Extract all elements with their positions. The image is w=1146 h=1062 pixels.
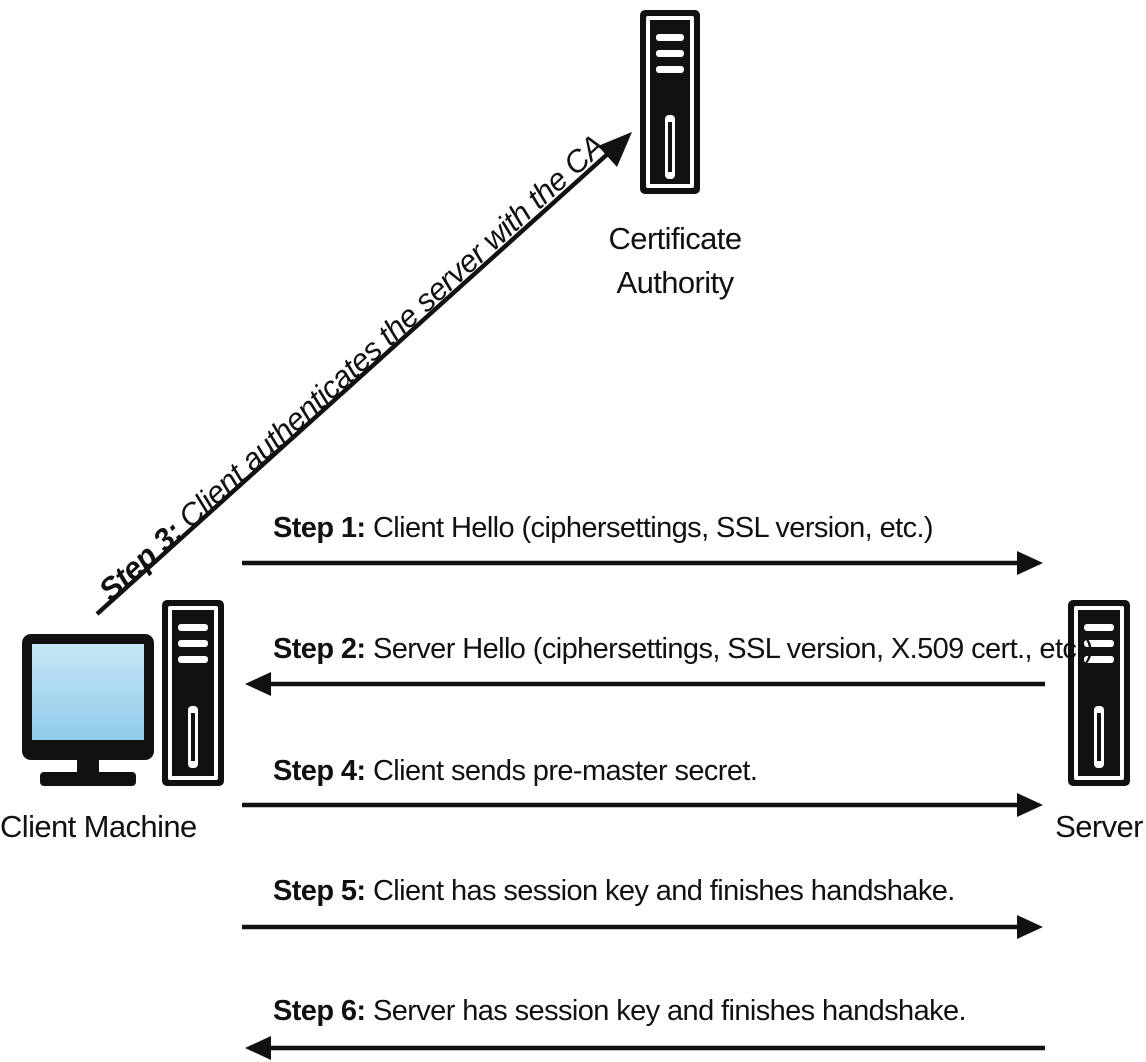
ca-label-line1: Certificate	[608, 221, 743, 256]
step3-arrow	[95, 132, 632, 616]
step1-prefix: Step 1:	[273, 512, 366, 544]
step4-prefix: Step 4:	[273, 755, 366, 787]
step5-text: Client has session key and finishes hand…	[365, 875, 955, 907]
step2-text: Server Hello (ciphersettings, SSL versio…	[365, 633, 1093, 665]
server-tower-icon	[1068, 600, 1130, 786]
certificate-authority-server-icon	[640, 10, 700, 194]
step1-label: Step 1: Client Hello (ciphersettings, SS…	[273, 510, 934, 546]
step5-label: Step 5: Client has session key and finis…	[273, 873, 955, 909]
server-label: Server	[1055, 809, 1143, 844]
step2-arrow	[245, 672, 1045, 696]
step6-prefix: Step 6:	[273, 995, 366, 1027]
step1-text: Client Hello (ciphersettings, SSL versio…	[365, 512, 934, 544]
client-monitor-icon	[22, 634, 154, 786]
client-server-tower-icon	[162, 600, 224, 786]
step6-arrow	[245, 1036, 1045, 1060]
client-machine-label: Client Machine	[0, 809, 197, 844]
step2-label: Step 2: Server Hello (ciphersettings, SS…	[273, 631, 1093, 667]
step5-arrow	[242, 915, 1043, 939]
certificate-authority-label: Certificate Authority	[575, 217, 775, 305]
step4-text: Client sends pre-master secret.	[365, 755, 758, 787]
step4-arrow	[242, 793, 1043, 817]
step6-text: Server has session key and finishes hand…	[365, 995, 967, 1027]
step5-prefix: Step 5:	[273, 875, 366, 907]
ca-label-line2: Authority	[616, 265, 735, 300]
step6-label: Step 6: Server has session key and finis…	[273, 993, 967, 1029]
step2-prefix: Step 2:	[273, 633, 366, 665]
step4-label: Step 4: Client sends pre-master secret.	[273, 753, 758, 789]
step1-arrow	[242, 551, 1043, 575]
